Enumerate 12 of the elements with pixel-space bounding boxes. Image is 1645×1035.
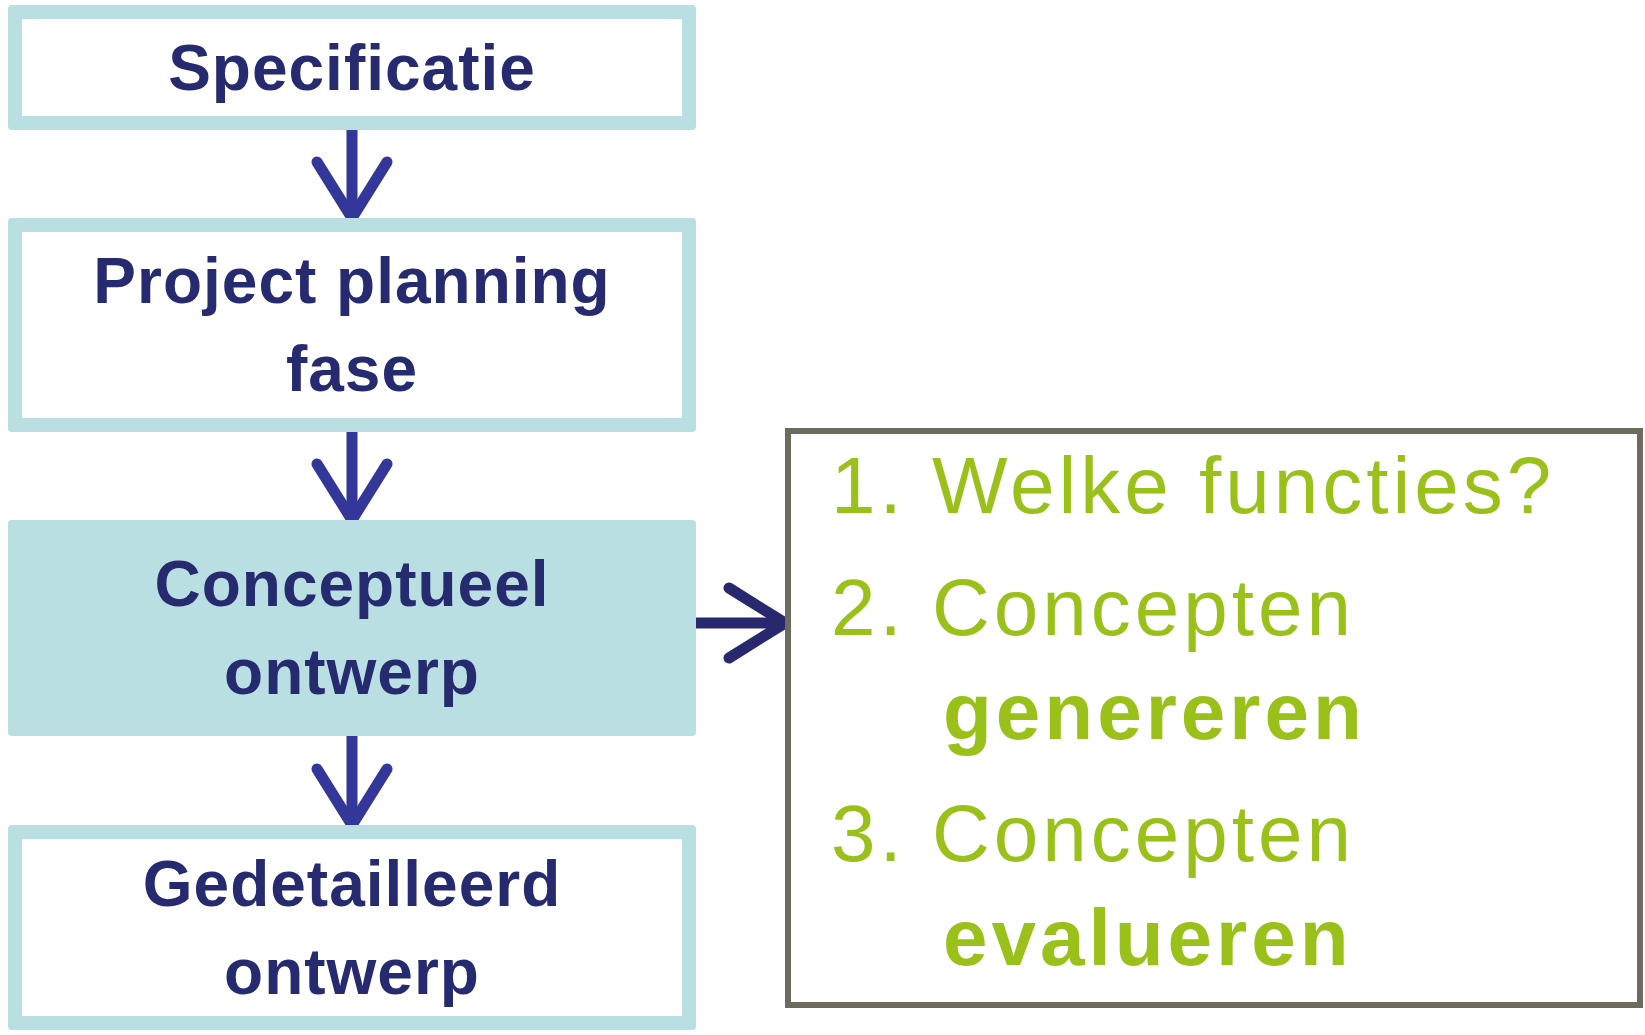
list-box (785, 428, 1643, 1008)
step-box (8, 5, 696, 130)
list-item: 3. Concepten evalueren (831, 788, 1356, 984)
step-label: Specificatie (168, 30, 536, 106)
step-label: Conceptueel ontwerp (153, 547, 551, 710)
highlighted-step-box (8, 520, 696, 736)
step-label: Project planning fase (92, 244, 612, 407)
list-item: 1. Welke functies? (831, 440, 1557, 532)
step-box (8, 218, 696, 432)
list-item: 2. Concepten genereren (831, 562, 1367, 758)
step-box (8, 825, 696, 1030)
step-label: Gedetailleerd ontwerp (141, 846, 563, 1010)
